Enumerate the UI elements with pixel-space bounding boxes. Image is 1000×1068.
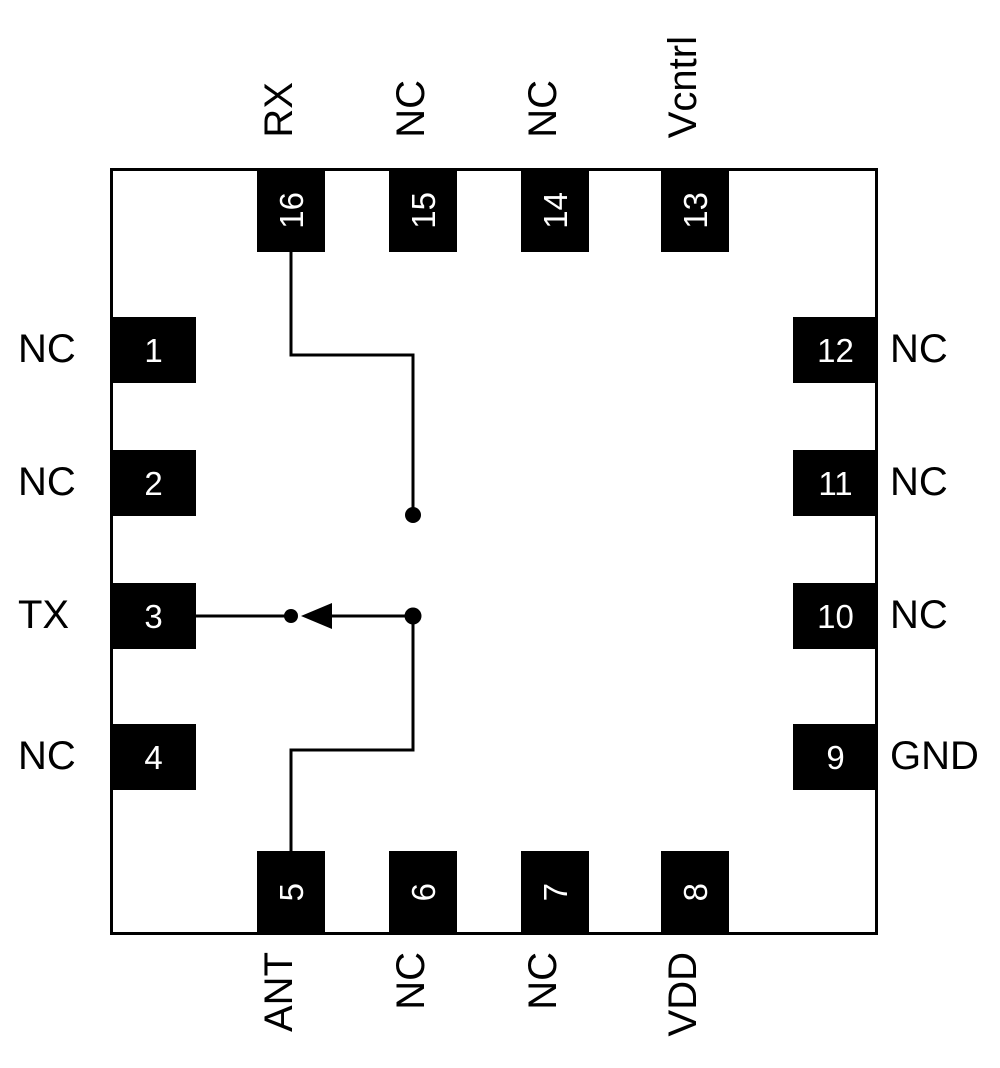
- pin-number-12: 12: [817, 331, 854, 369]
- pin-pad-16: 16: [257, 169, 325, 252]
- pin-number-3: 3: [144, 597, 163, 635]
- pin-number-6: 6: [404, 883, 442, 902]
- pin-pad-8: 8: [661, 851, 729, 934]
- pin-number-10: 10: [817, 597, 854, 635]
- pin-label-nc-11: NC: [890, 460, 948, 504]
- pin-label-nc-6: NC: [389, 952, 433, 1010]
- pin-label-nc-14: NC: [521, 80, 565, 138]
- pin-label-nc-7: NC: [521, 952, 565, 1010]
- pin-pad-14: 14: [521, 169, 589, 252]
- pin-pad-13: 13: [661, 169, 729, 252]
- pin-number-14: 14: [536, 192, 574, 229]
- pin-label-rx: RX: [257, 82, 301, 138]
- pin-pad-5: 5: [257, 851, 325, 934]
- pin-pad-12: 12: [793, 317, 878, 383]
- pin-label-nc-10: NC: [890, 593, 948, 637]
- pin-number-5: 5: [272, 883, 310, 902]
- pin-label-gnd: GND: [890, 734, 979, 778]
- pin-number-8: 8: [676, 883, 714, 902]
- pin-label-vcntrl: Vcntrl: [661, 35, 705, 138]
- pin-pad-9: 9: [793, 724, 878, 790]
- pin-number-1: 1: [144, 331, 163, 369]
- pin-pad-3: 3: [111, 583, 196, 649]
- pin-label-nc-1: NC: [18, 327, 76, 371]
- package-outline: [110, 168, 878, 935]
- pin-label-tx: TX: [18, 593, 70, 637]
- pin-number-13: 13: [676, 192, 714, 229]
- pin-pad-15: 15: [389, 169, 457, 252]
- pin-number-9: 9: [826, 738, 845, 776]
- pin-number-4: 4: [144, 738, 163, 776]
- pin-number-2: 2: [144, 464, 163, 502]
- pin-pad-6: 6: [389, 851, 457, 934]
- pin-label-ant: ANT: [257, 952, 301, 1032]
- pin-number-15: 15: [404, 192, 442, 229]
- pin-label-nc-15: NC: [389, 80, 433, 138]
- pin-pad-2: 2: [111, 450, 196, 516]
- pin-pad-4: 4: [111, 724, 196, 790]
- pin-pad-1: 1: [111, 317, 196, 383]
- pin-number-16: 16: [272, 192, 310, 229]
- pin-pad-10: 10: [793, 583, 878, 649]
- pin-label-nc-4: NC: [18, 734, 76, 778]
- pin-pad-7: 7: [521, 851, 589, 934]
- pin-number-7: 7: [536, 883, 574, 902]
- pin-pad-11: 11: [793, 450, 878, 516]
- pin-label-nc-2: NC: [18, 460, 76, 504]
- pin-label-nc-12: NC: [890, 327, 948, 371]
- pin-label-vdd: VDD: [661, 952, 705, 1037]
- pin-number-11: 11: [818, 464, 853, 502]
